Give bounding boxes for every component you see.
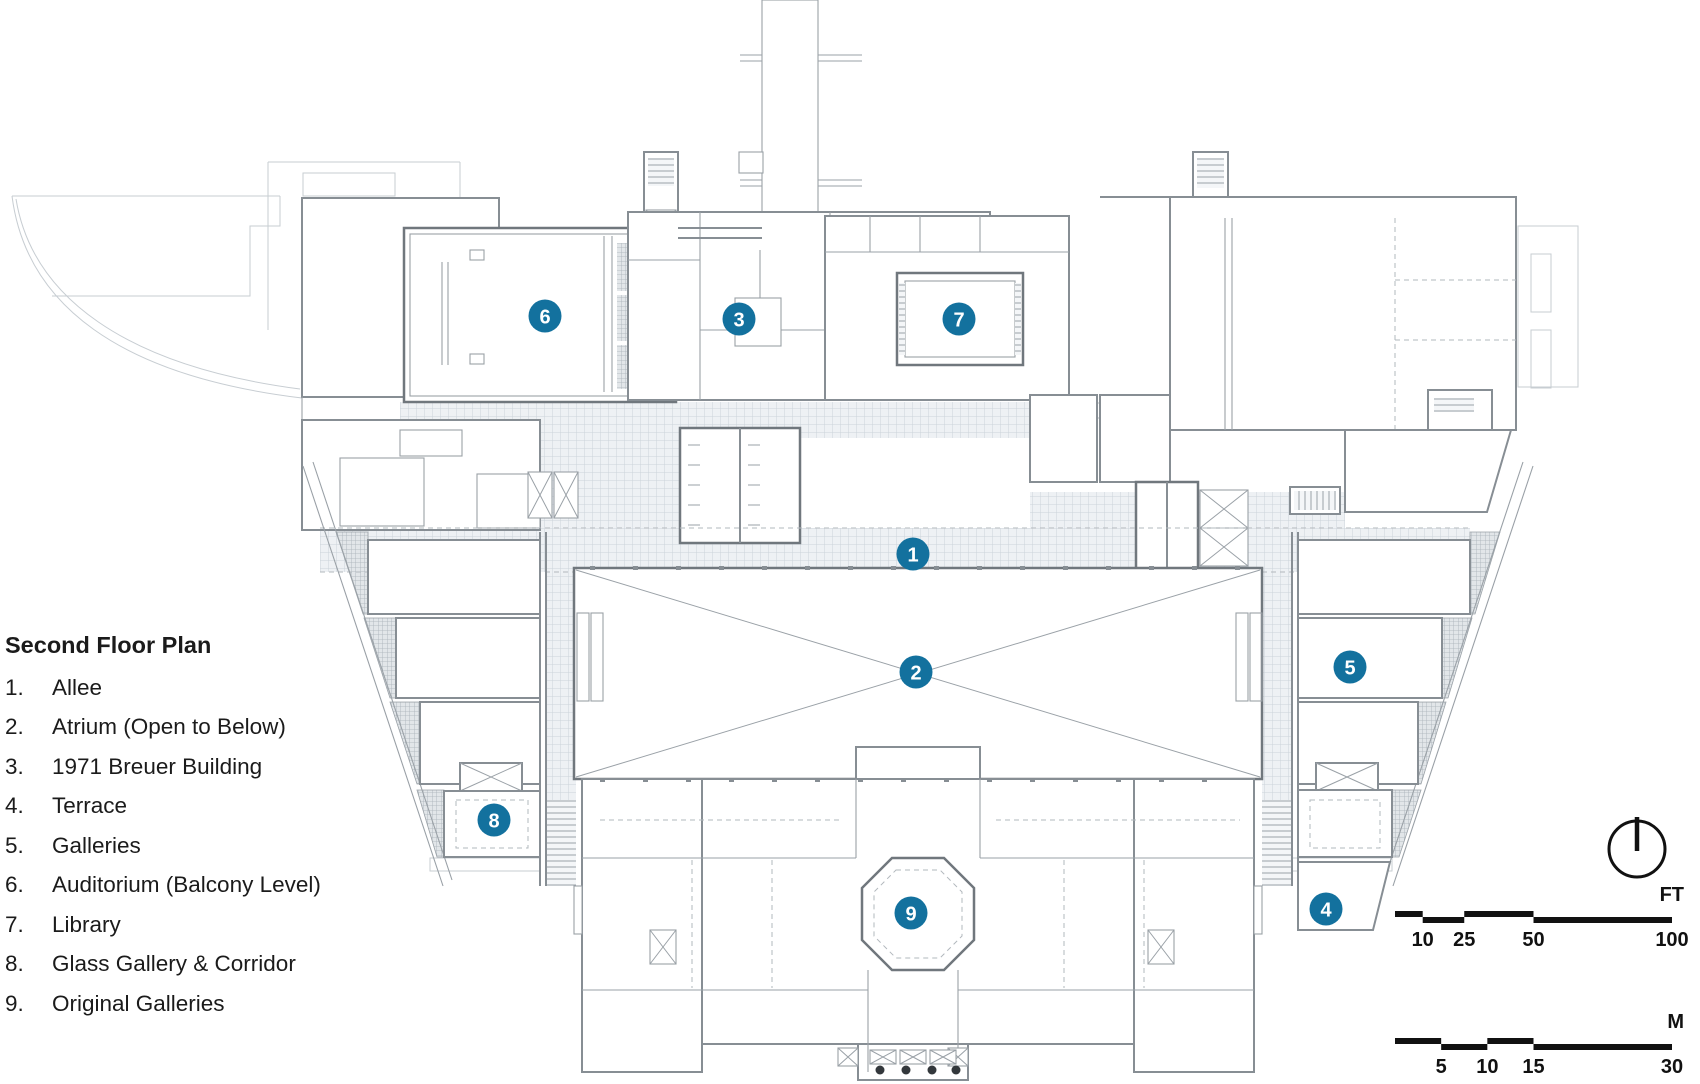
- page-title: Second Floor Plan: [5, 632, 212, 658]
- svg-text:9: 9: [905, 904, 916, 926]
- plan-marker-9: 9: [894, 896, 928, 930]
- original-galleries: [573, 778, 1263, 1081]
- svg-text:1: 1: [907, 545, 918, 567]
- legend-list: 1.Allee 2.Atrium (Open to Below) 3.1971 …: [5, 668, 375, 1024]
- top-shaft: [761, 0, 819, 249]
- plan-marker-3: 3: [722, 302, 756, 336]
- legend-item: 5.Galleries: [5, 832, 141, 858]
- legend: Second Floor Plan 1.Allee 2.Atrium (Open…: [5, 632, 375, 1024]
- svg-text:3: 3: [733, 310, 744, 332]
- svg-text:8: 8: [488, 811, 499, 833]
- plan-marker-8: 8: [477, 803, 511, 837]
- scale-tick-label: 15: [1522, 1056, 1544, 1078]
- portico: [837, 1047, 969, 1075]
- plan-marker-6: 6: [528, 299, 562, 333]
- svg-text:5: 5: [1344, 658, 1355, 680]
- gallery-stairs: [649, 929, 1175, 965]
- upper-band-buildings: [301, 0, 1517, 431]
- restroom-block: [1134, 480, 1200, 572]
- legend-item: 2.Atrium (Open to Below): [5, 714, 286, 740]
- legend-item: 3.1971 Breuer Building: [5, 753, 263, 779]
- legend-item: 7.Library: [5, 911, 121, 937]
- north-arrow-icon: [1607, 817, 1667, 879]
- scale-unit-label: FT: [1660, 884, 1684, 906]
- plan-marker-7: 7: [942, 302, 976, 336]
- legend-item: 6.Auditorium (Balcony Level): [5, 872, 321, 898]
- scale-tick-label: 50: [1522, 929, 1544, 951]
- glass-gallery: [443, 762, 541, 858]
- scale-unit-label: M: [1667, 1011, 1684, 1033]
- scale-tick-label: 10: [1412, 929, 1434, 951]
- escalator: [576, 612, 1263, 702]
- terrace-block: [1297, 762, 1393, 931]
- scale-bar-feet: 10 25 50 100 FT: [1395, 884, 1689, 951]
- svg-text:2: 2: [910, 663, 921, 685]
- scale-bar-meters: 5 10 15 30 M: [1395, 1011, 1684, 1078]
- plan-marker-5: 5: [1333, 650, 1367, 684]
- right-wing: [1100, 196, 1517, 431]
- legend-item: 1.Allee: [5, 674, 103, 700]
- plan-marker-1: 1: [896, 537, 930, 571]
- scale-tick-label: 25: [1453, 929, 1475, 951]
- legend-item: 4.Terrace: [5, 793, 128, 819]
- rotunda: [860, 856, 976, 972]
- legend-item: 8.Glass Gallery & Corridor: [5, 951, 296, 977]
- restroom-block: [678, 426, 802, 545]
- scale-tick-label: 30: [1661, 1056, 1683, 1078]
- scale-tick-label: 5: [1436, 1056, 1447, 1078]
- gallery-wings: [302, 461, 1534, 931]
- plan-marker-2: 2: [899, 655, 933, 689]
- elevator-core: [527, 471, 579, 519]
- legend-item: 9.Original Galleries: [5, 990, 225, 1016]
- scale-tick-label: 100: [1655, 929, 1688, 951]
- svg-text:7: 7: [953, 310, 964, 332]
- plan-marker-4: 4: [1309, 892, 1343, 926]
- scale-tick-label: 10: [1476, 1056, 1498, 1078]
- svg-text:6: 6: [539, 307, 550, 329]
- svg-text:4: 4: [1320, 900, 1332, 922]
